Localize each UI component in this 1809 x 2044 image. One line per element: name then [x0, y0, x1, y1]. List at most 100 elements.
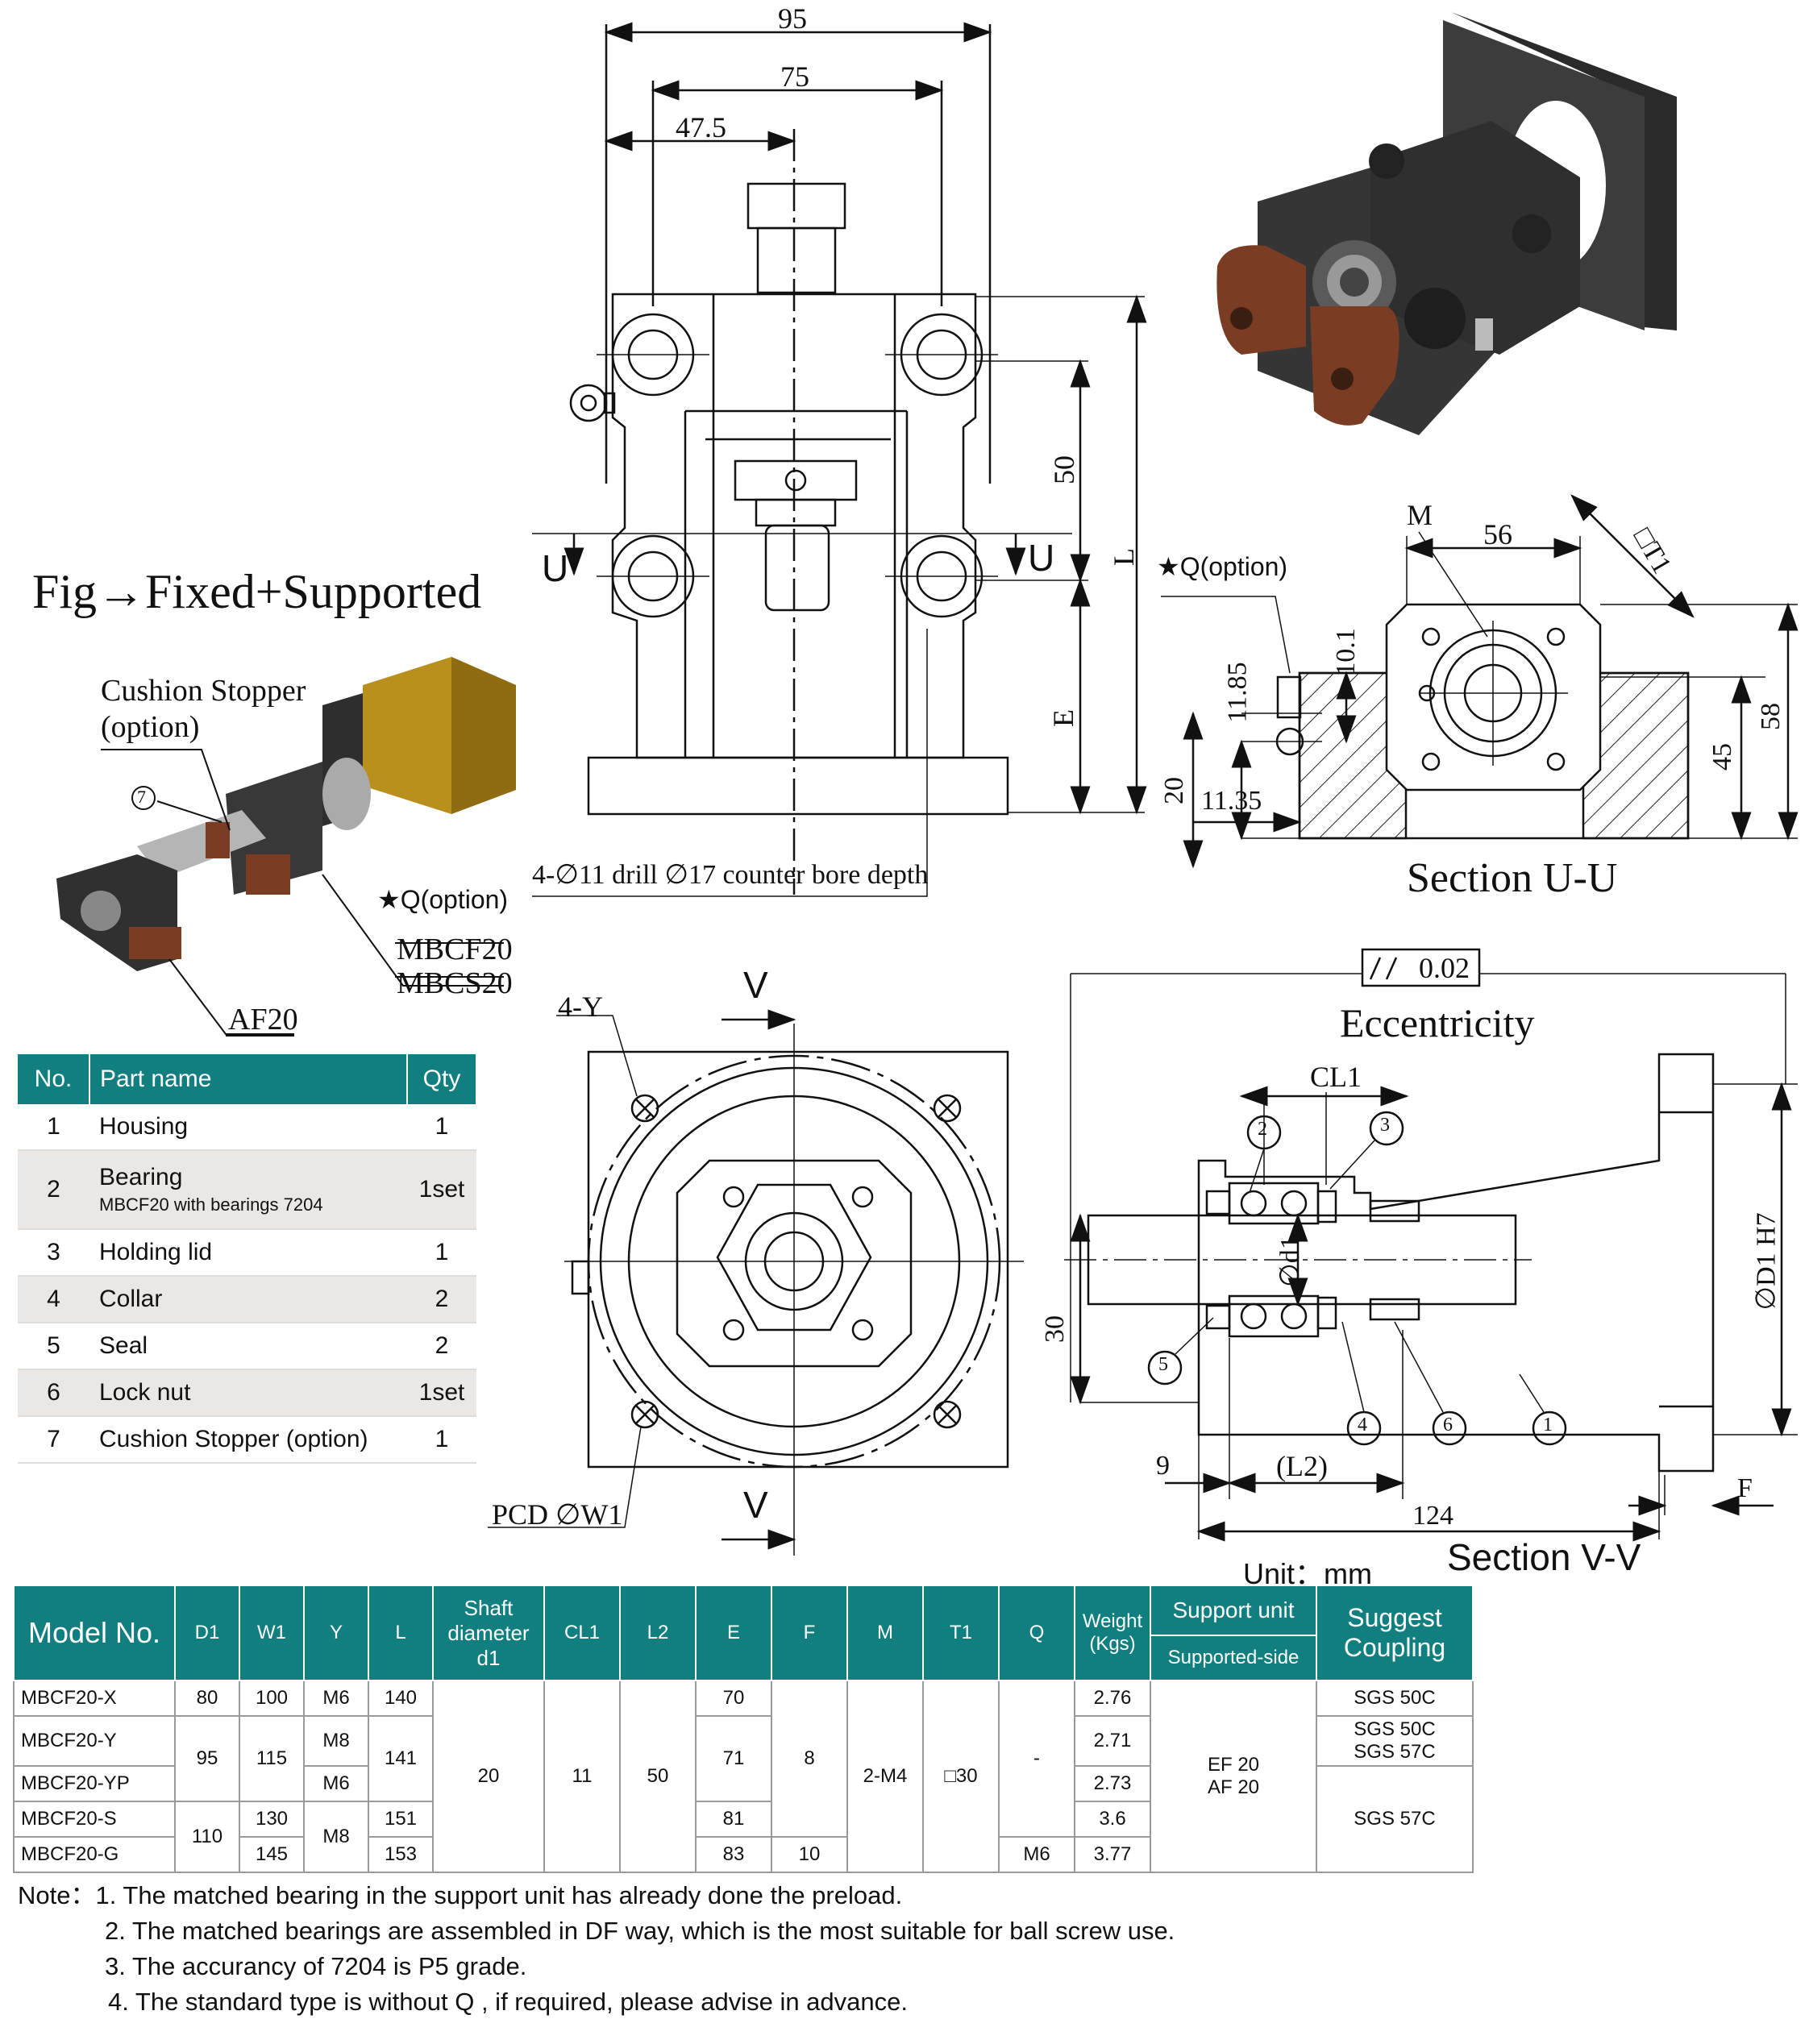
dim-11-35: 11.35 — [1201, 786, 1262, 816]
part-qty: 2 — [407, 1276, 476, 1323]
header-t1: T1 — [922, 1585, 1000, 1681]
model-name: MBCF20-X — [13, 1680, 176, 1717]
section-u-right: U — [1028, 537, 1055, 579]
header-l2: L2 — [619, 1585, 697, 1681]
cell-w1: 115 — [239, 1715, 305, 1802]
part-qty: 1set — [407, 1369, 476, 1417]
section-uu-q-option: ★Q(option) — [1157, 552, 1288, 581]
part-name: Holding lid — [89, 1229, 407, 1277]
header-y: Y — [303, 1585, 369, 1681]
callout-q-option: ★Q(option) — [377, 885, 509, 914]
section-vv-title: Section V-V — [1447, 1536, 1641, 1578]
part-no: 6 — [18, 1369, 89, 1417]
part-qty: 2 — [407, 1323, 476, 1370]
callout-cushion-option: (option) — [101, 710, 200, 744]
cell-coupling: SGS 50C — [1316, 1680, 1474, 1717]
section-v-bottom: V — [743, 1484, 768, 1526]
label-m: M — [1407, 499, 1433, 531]
figure-title: Fig→Fixed+Supported — [32, 565, 482, 618]
dim-F: F — [1737, 1473, 1753, 1503]
dim-124: 124 — [1412, 1501, 1453, 1531]
parts-row: 3 Holding lid 1 — [18, 1229, 476, 1277]
note-item: 2. The matched bearings are assembled in… — [105, 1917, 1175, 1945]
cell-e: 81 — [695, 1801, 772, 1838]
model-row: MBCF20-S 110 130 M8 151 81 3.6 — [13, 1801, 1473, 1873]
balloon-5: 5 — [1158, 1354, 1168, 1375]
cell-y: M6 — [303, 1765, 369, 1802]
drill-note: 4-∅11 drill ∅17 counter bore depth — [532, 860, 929, 890]
label-pcd: PCD ∅W1 — [492, 1498, 623, 1531]
balloon-6: 6 — [1443, 1415, 1453, 1435]
callout-af20: AF20 — [228, 1003, 298, 1037]
dim-11-85: 11.85 — [1222, 662, 1253, 723]
header-d1: D1 — [174, 1585, 240, 1681]
dim-45: 45 — [1707, 743, 1737, 771]
cell-coupling: SGS 57C — [1316, 1765, 1474, 1873]
parts-row: 7 Cushion Stopper (option) 1 — [18, 1416, 476, 1464]
cell-l2: 50 — [619, 1680, 697, 1873]
model-row: MBCF20-X 80 100 M6 140 20 11 50 70 8 2-M… — [13, 1680, 1474, 1873]
parts-row: 1 Housing 1 — [18, 1104, 476, 1151]
bottom-view — [488, 1009, 1024, 1556]
header-shaft-line2: diameter — [447, 1620, 530, 1645]
cell-w1: 100 — [239, 1680, 305, 1717]
cell-q: - — [998, 1680, 1075, 1838]
cell-weight: 2.71 — [1074, 1715, 1151, 1767]
part-subtitle: MBCF20 with bearings 7204 — [99, 1194, 323, 1215]
callout-item-7: 7 — [137, 787, 146, 807]
part-qty: 1 — [407, 1416, 476, 1464]
cell-l: 151 — [368, 1801, 434, 1838]
header-shaft-line3: d1 — [476, 1645, 501, 1670]
balloon-2: 2 — [1258, 1119, 1267, 1140]
cell-l: 141 — [368, 1715, 434, 1802]
header-weight-line2: (Kgs) — [1089, 1633, 1136, 1655]
model-name: MBCF20-YP — [13, 1765, 176, 1802]
dim-20: 20 — [1159, 777, 1189, 804]
coupling-line1: SGS 50C — [1354, 1718, 1436, 1740]
part-no: 4 — [18, 1276, 89, 1323]
cell-shaft: 20 — [432, 1680, 545, 1873]
cell-support: EF 20 AF 20 — [1150, 1680, 1317, 1873]
cell-m: 2-M4 — [846, 1680, 924, 1873]
header-w1: W1 — [239, 1585, 305, 1681]
header-l: L — [368, 1585, 434, 1681]
balloon-4: 4 — [1358, 1415, 1367, 1435]
notes: Note：1. The matched bearing in the suppo… — [18, 1878, 1175, 2020]
parts-header-name: Part name — [89, 1054, 408, 1104]
dim-75: 75 — [780, 60, 809, 93]
header-coupling-line2: Coupling — [1343, 1633, 1446, 1662]
callout-mbcs20: MBCS20 — [397, 966, 513, 1000]
cell-e: 71 — [695, 1715, 772, 1802]
part-qty: 1 — [407, 1229, 476, 1277]
cell-f: 10 — [771, 1836, 848, 1873]
housing-3d-render — [1216, 12, 1677, 435]
part-name: Housing — [89, 1104, 407, 1151]
dim-L2: (L2) — [1276, 1450, 1328, 1482]
note-prefix: Note： — [18, 1881, 96, 1909]
cell-e: 83 — [695, 1836, 772, 1873]
dim-56: 56 — [1483, 518, 1512, 550]
header-support: Support unit — [1150, 1585, 1317, 1636]
part-name: Seal — [89, 1323, 407, 1370]
balloon-3: 3 — [1380, 1115, 1390, 1136]
cell-y: M8 — [303, 1801, 369, 1873]
note-item: 3. The accurancy of 7204 is P5 grade. — [105, 1952, 527, 1980]
model-table: Model No. D1 W1 Y L Shaft diameter d1 CL… — [13, 1585, 1474, 1873]
part-name: Bearing — [99, 1164, 183, 1190]
part-no: 2 — [18, 1150, 89, 1230]
cell-coupling: SGS 50C SGS 57C — [1316, 1715, 1474, 1767]
header-support-sub: Supported-side — [1150, 1635, 1317, 1681]
cell-f: 8 — [771, 1680, 848, 1838]
callout-cushion-stopper: Cushion Stopper — [101, 674, 306, 708]
note-item: 4. The standard type is without Q , if r… — [108, 1988, 908, 2016]
cell-cl1: 11 — [543, 1680, 621, 1873]
eccentricity-label: Eccentricity — [1340, 1000, 1535, 1045]
cell-w1: 145 — [239, 1836, 305, 1873]
cell-weight: 3.77 — [1074, 1836, 1151, 1873]
part-name: Cushion Stopper (option) — [89, 1416, 407, 1464]
model-name: MBCF20-G — [13, 1836, 176, 1873]
support-line2: AF 20 — [1207, 1776, 1260, 1798]
